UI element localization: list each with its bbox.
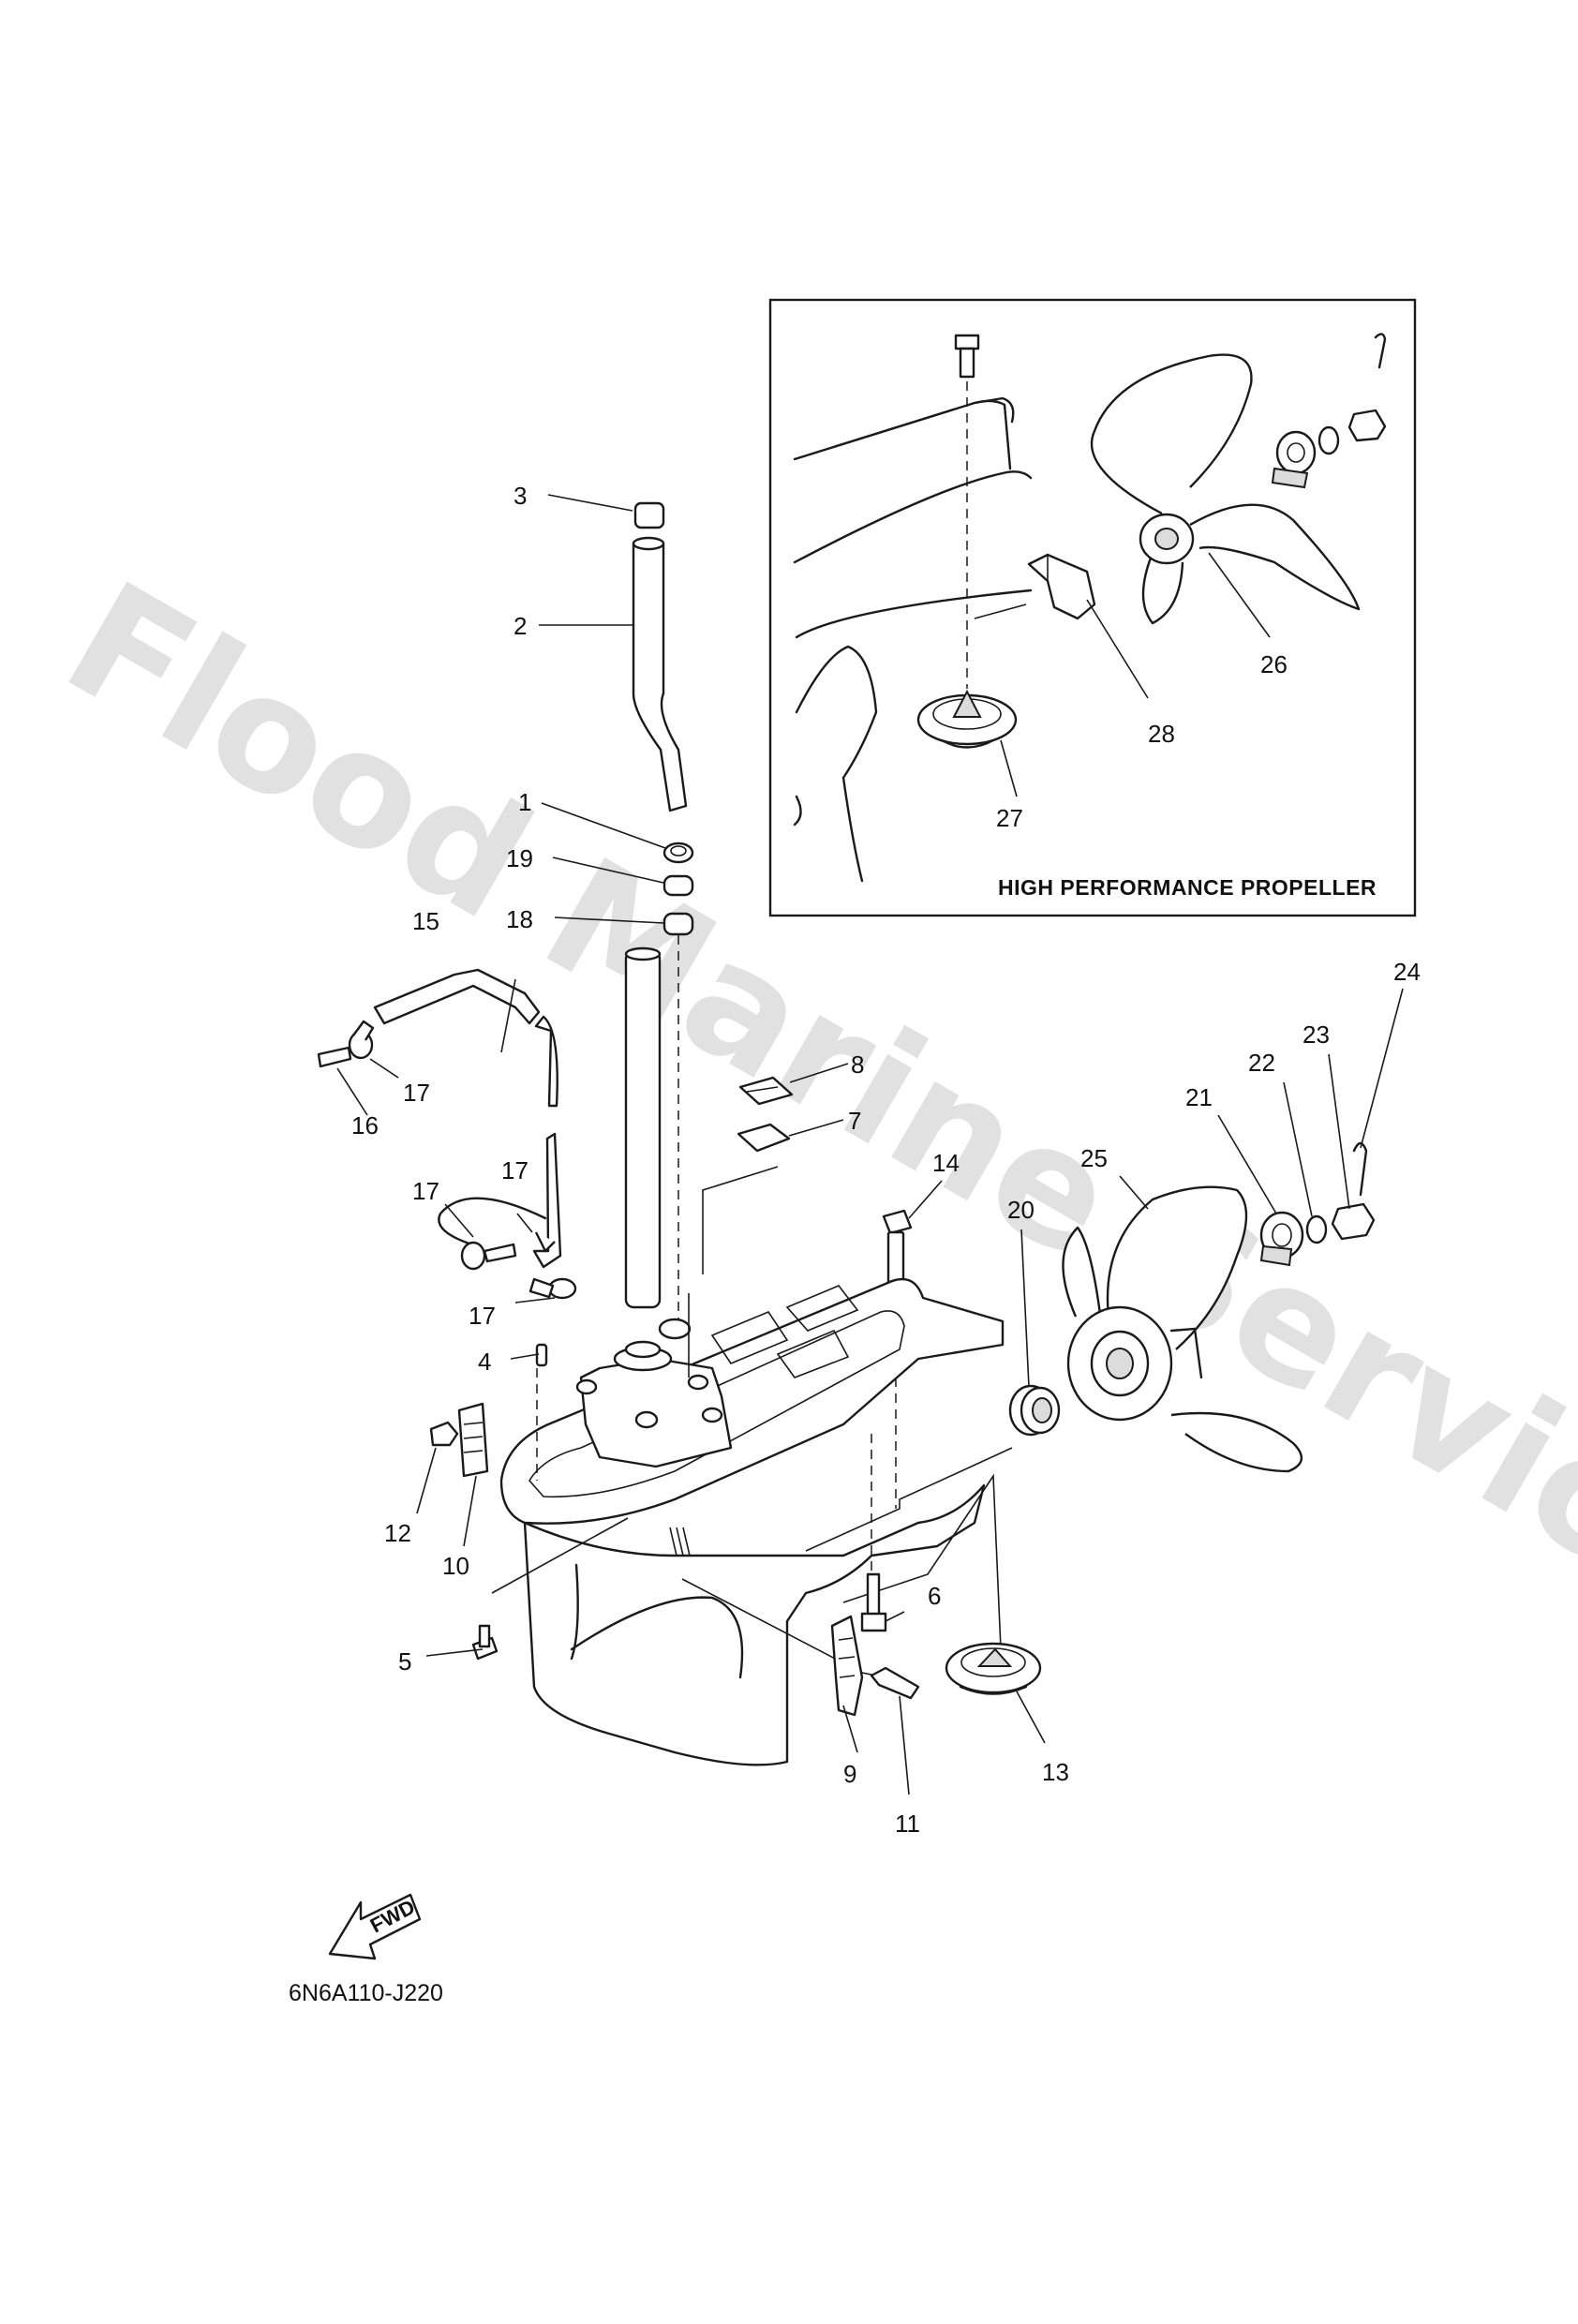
drive-shaft [624, 946, 662, 1309]
callout-10: 10 [442, 1552, 469, 1580]
callout-27: 27 [996, 804, 1023, 832]
callout-7: 7 [848, 1107, 861, 1135]
callout-22: 22 [1248, 1049, 1275, 1077]
callout-9: 9 [843, 1760, 856, 1788]
leader-lines [336, 494, 1404, 1795]
inset-title: HIGH PERFORMANCE PROPELLER [998, 875, 1377, 900]
thrust-washer-20 [1008, 1384, 1061, 1437]
anode-13 [945, 1642, 1042, 1695]
callout-8: 8 [851, 1050, 864, 1079]
callout-13: 13 [1042, 1758, 1069, 1786]
callout-25: 25 [1080, 1144, 1108, 1172]
callout-28: 28 [1148, 720, 1175, 748]
inset-part-28 [974, 553, 1096, 620]
water-tube-assembly [632, 501, 694, 1331]
watermark: Flood Marine Services [37, 547, 1578, 1701]
callout-26: 26 [1260, 650, 1288, 678]
callout-4: 4 [478, 1348, 491, 1376]
trim-tab-9-bolt-11 [830, 1615, 920, 1717]
callout-1: 1 [518, 788, 531, 816]
callout-16: 16 [351, 1111, 379, 1140]
callout-15: 15 [412, 907, 439, 935]
bolt-6 [860, 1572, 887, 1632]
callout-18: 18 [506, 905, 533, 933]
prop-hardware [1259, 1141, 1376, 1267]
callout-19: 19 [506, 844, 533, 872]
inset-bolt [954, 334, 980, 379]
callouts: 3 2 1 19 18 15 17 16 17 17 17 4 12 10 5 … [351, 482, 1421, 1838]
hose-15 [373, 968, 562, 1269]
callout-2: 2 [514, 612, 527, 640]
callout-17b: 17 [412, 1177, 439, 1205]
gearcase [499, 1277, 1005, 1766]
callout-17c: 17 [501, 1156, 528, 1184]
propeller-25 [1062, 1185, 1303, 1473]
callout-23: 23 [1303, 1020, 1330, 1049]
drawing-code: 6N6A110-J220 [289, 1980, 443, 2006]
inset-panel: 26 28 27 HIGH PERFORMANCE PROPELLER [768, 298, 1417, 917]
callout-20: 20 [1007, 1196, 1035, 1224]
callout-24: 24 [1393, 958, 1421, 986]
callout-21: 21 [1185, 1083, 1213, 1111]
anode-10-nut-12 [429, 1402, 489, 1478]
callout-11: 11 [895, 1810, 920, 1838]
inset-hardware [1271, 333, 1387, 489]
fittings-16-17 [317, 1020, 577, 1300]
callout-3: 3 [514, 482, 527, 510]
fwd-arrow: FWD [328, 1893, 422, 1960]
gaskets-7-8 [737, 1076, 794, 1153]
callout-17d: 17 [469, 1302, 496, 1330]
svg-text:Flood Marine Services: Flood Marine Services [37, 547, 1578, 1701]
callout-17a: 17 [403, 1079, 430, 1107]
inset-anode-27 [916, 689, 1018, 749]
inset-propeller-26 [1090, 353, 1361, 625]
callout-5: 5 [398, 1647, 411, 1676]
callout-12: 12 [384, 1519, 411, 1547]
callout-14: 14 [932, 1149, 960, 1177]
callout-6: 6 [928, 1582, 941, 1610]
